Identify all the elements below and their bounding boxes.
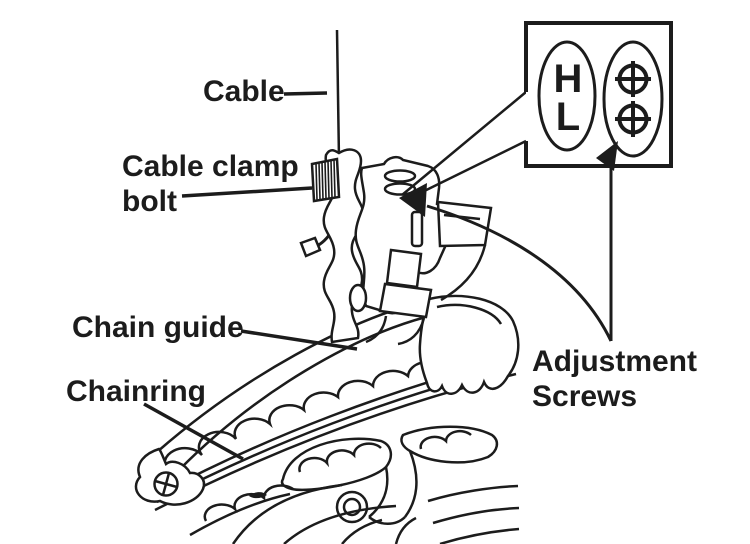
crank-arm-arc: [283, 504, 397, 544]
chain-guide-tail: [134, 447, 206, 506]
chainring-bolt: [342, 497, 362, 517]
inset-callout-box: H L: [524, 21, 673, 171]
chainring-bolt: [335, 490, 369, 524]
label-chainring: Chainring: [66, 375, 206, 408]
label-cable-clamp-line1: Cable clamp: [122, 150, 299, 183]
label-cable-clamp-line2: bolt: [122, 185, 177, 218]
crank-shadow: [249, 492, 267, 499]
pointer-line-curved: [426, 204, 613, 342]
chainring-outer-teeth: [163, 360, 444, 473]
linkage-block: [378, 282, 433, 319]
leader-line-chainring: [143, 402, 244, 461]
label-adjustment-line2: Screws: [532, 380, 637, 413]
chainring-window-cutout: [280, 437, 393, 492]
label-chain-guide: Chain guide: [72, 311, 244, 344]
inner-ring-teeth: [203, 484, 294, 522]
lower-ring-arc: [439, 527, 520, 544]
leader-line-cable: [283, 91, 328, 96]
clamp-bolt-hatching: [315, 159, 336, 200]
body-adjustment-screw: [383, 169, 417, 183]
leader-line-cable-clamp-bolt: [181, 186, 313, 198]
leader-lines: [143, 91, 358, 461]
label-adjustment-line1: Adjustment: [532, 345, 697, 378]
lower-ring-arc: [427, 484, 519, 503]
inner-ring-arc: [189, 492, 291, 537]
derailleur-arrow: [399, 183, 427, 217]
inset-high-label: H: [554, 57, 583, 101]
body-slot: [410, 210, 424, 248]
cable-clamp-bolt: [310, 157, 341, 203]
inset-arrow: [596, 141, 618, 171]
spider-arm: [368, 466, 389, 518]
inner-ring-teeth: [298, 442, 382, 473]
inset-low-label: L: [556, 95, 580, 139]
leader-line-chain-guide: [240, 329, 358, 351]
lower-ring-arc: [432, 506, 520, 525]
spider-arm: [368, 515, 406, 525]
linkage-block: [385, 248, 423, 289]
inner-ring-teeth: [419, 429, 472, 450]
phillips-screw-icon: [615, 61, 651, 97]
crank-arm-arc: [231, 483, 343, 544]
label-cable: Cable: [203, 75, 285, 108]
phillips-screw-icon: [615, 101, 651, 137]
callout-wedge-lines: [401, 91, 527, 201]
pivot-pin: [348, 283, 368, 313]
inset-high-low-ellipse: [537, 40, 597, 152]
guide-rivet-cross: [154, 472, 178, 496]
spider-arm: [403, 450, 418, 518]
chainring: [154, 356, 520, 544]
cable-end-cap: [299, 236, 322, 258]
linkage-arm: [436, 200, 493, 248]
chain-guide-cage-end: [418, 294, 520, 395]
crank-arm-arc: [341, 518, 383, 544]
chainring-window-cutout: [400, 425, 499, 464]
crank-arm-arc: [394, 516, 417, 544]
inset-screws-ellipse: [602, 40, 664, 158]
